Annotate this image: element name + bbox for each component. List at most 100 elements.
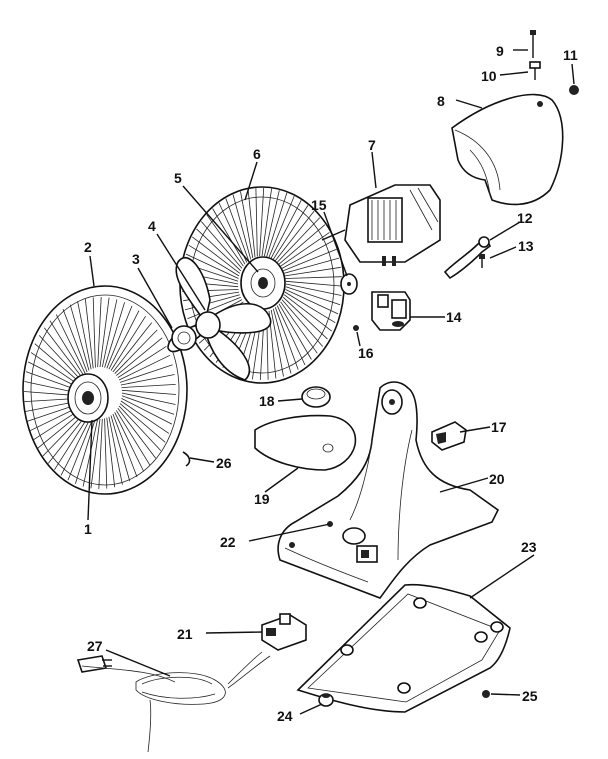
grille-spoke (104, 302, 125, 368)
grille-spoke (43, 327, 83, 378)
grille-spoke (276, 217, 321, 263)
grille-spoke (274, 307, 299, 370)
grille-spoke (55, 314, 86, 374)
grille-spoke (106, 305, 133, 369)
label-part-2: 2 (84, 239, 92, 255)
grille-spoke (121, 384, 176, 388)
fan-blade (167, 256, 272, 381)
label-part-1: 1 (84, 521, 92, 537)
grille-spoke (77, 301, 92, 370)
grille-spoke (278, 224, 326, 265)
label-part-11: 11 (563, 47, 578, 63)
grille-spoke (274, 210, 315, 261)
grille-spoke (200, 221, 243, 269)
grille-spoke (285, 276, 342, 279)
grille-spoke (99, 297, 110, 368)
grille-spoke (119, 364, 173, 383)
label-part-17: 17 (491, 419, 507, 435)
grille-spoke (118, 405, 162, 451)
grille-spoke (38, 335, 82, 381)
grille-spoke (34, 343, 81, 383)
grille-spoke (212, 208, 246, 265)
grille-spoke (276, 305, 306, 366)
label-part-23: 23 (521, 539, 537, 555)
grille-spoke (49, 320, 85, 376)
grille-spoke (281, 299, 324, 347)
label-part-14: 14 (446, 309, 462, 325)
grille-spoke (120, 374, 175, 386)
grille-spoke (114, 329, 158, 374)
rear-housing (451, 93, 564, 206)
grille-spoke (117, 345, 167, 379)
label-part-24: 24 (277, 708, 293, 724)
label-part-16: 16 (358, 345, 374, 361)
label-part-12: 12 (517, 210, 533, 226)
label-part-15: 15 (311, 197, 327, 213)
grille-spoke (282, 296, 328, 340)
grille-spoke (121, 389, 177, 395)
grille-spoke (284, 257, 340, 274)
grille-spoke (188, 244, 240, 277)
grille-spoke (268, 195, 295, 258)
label-part-25: 25 (522, 688, 538, 704)
grille-spoke (27, 361, 79, 388)
grille-spoke (196, 228, 242, 272)
grille-spoke (90, 418, 101, 489)
base-stand (277, 381, 500, 599)
label-part-10: 10 (481, 68, 497, 84)
label-part-21: 21 (177, 626, 193, 642)
washer (340, 273, 358, 295)
grille-spoke (30, 352, 80, 386)
grille-spoke (264, 190, 280, 257)
grille-spoke (115, 410, 151, 466)
grille-spoke (92, 297, 96, 368)
grille-spoke (270, 309, 284, 377)
label-part-19: 19 (254, 491, 270, 507)
label-part-6: 6 (253, 146, 261, 162)
grille-spoke (118, 354, 171, 381)
grille-spoke (278, 303, 312, 360)
grille-spoke (280, 301, 318, 354)
link-screw (479, 254, 485, 268)
grille-spoke (206, 214, 244, 267)
grille-spoke (187, 296, 241, 320)
label-part-20: 20 (489, 471, 505, 487)
motor (321, 184, 441, 266)
grille-spoke (255, 188, 258, 257)
grille-spoke (247, 189, 256, 258)
grille-spoke (117, 408, 157, 459)
grille-spoke (185, 253, 239, 279)
grille-spoke (110, 315, 146, 371)
grille-spoke (285, 280, 343, 287)
grille-spoke (283, 248, 337, 272)
grille-spoke (285, 289, 339, 315)
label-part-22: 22 (220, 534, 236, 550)
power-cord (76, 651, 271, 753)
control-knob (431, 421, 467, 451)
grille-spoke (272, 308, 292, 374)
label-part-18: 18 (259, 393, 275, 409)
grille-spoke (270, 200, 302, 259)
grille-spoke (120, 400, 170, 434)
grille-spoke (285, 283, 342, 296)
grille-spoke (116, 337, 163, 376)
base-screw (482, 690, 490, 698)
grille-spoke (84, 298, 94, 369)
label-part-27: 27 (87, 638, 103, 654)
label-part-4: 4 (148, 218, 156, 234)
grille-spoke (106, 417, 116, 488)
grille-spoke (54, 415, 90, 471)
grille-spoke (261, 188, 272, 257)
part-number-labels: 1 2 3 4 5 6 7 8 9 10 11 12 13 14 15 16 1… (84, 43, 578, 724)
grille-spoke (47, 413, 88, 464)
grille-spoke (101, 299, 118, 368)
grille-spoke (69, 304, 90, 371)
cap (301, 386, 331, 408)
rubber-foot (318, 693, 334, 707)
grille-spoke (232, 194, 252, 260)
label-part-9: 9 (496, 43, 504, 59)
grille-spoke (108, 416, 123, 485)
switch (261, 613, 307, 651)
grille-spoke (98, 418, 103, 490)
